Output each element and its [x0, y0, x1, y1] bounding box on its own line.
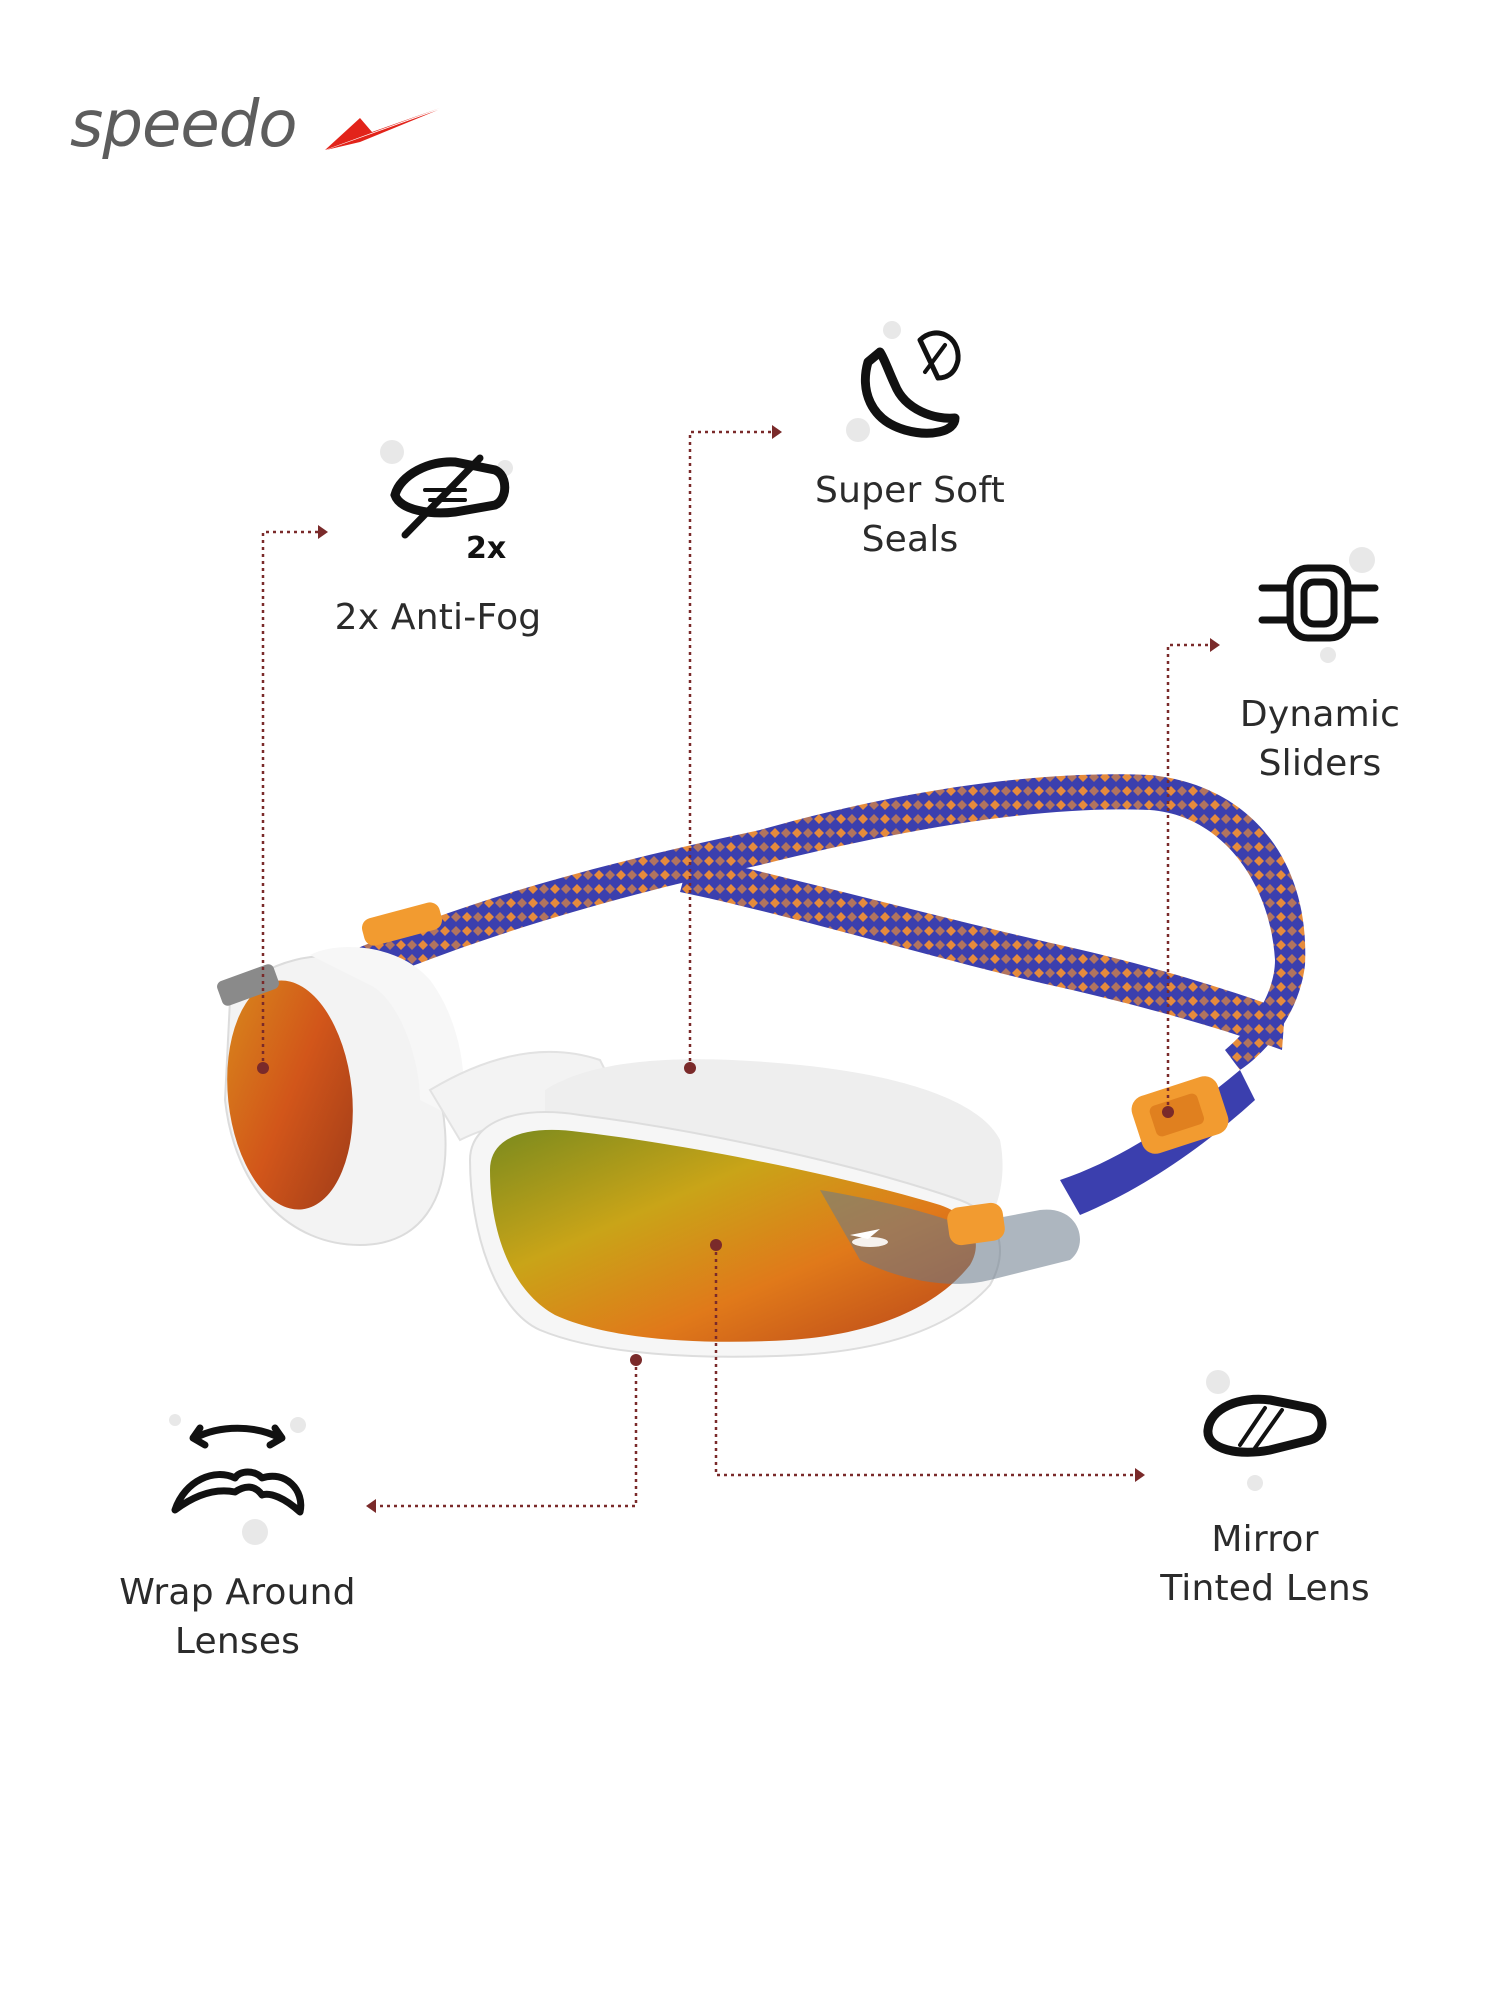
anti-fog-icon-text: 2x — [466, 531, 506, 566]
mirror-lens-icon — [1203, 1370, 1327, 1491]
leader-line-soft-seals — [688, 430, 772, 1068]
wrap-lens-icon — [169, 1414, 306, 1545]
logo-wordmark: speedo — [70, 88, 297, 162]
anti-fog-icon — [380, 440, 513, 539]
feather-seal-icon — [846, 321, 961, 442]
speedo-logo: speedo — [70, 88, 297, 162]
feature-label-mirror: Mirror Tinted Lens — [1160, 1519, 1370, 1609]
slider-icon — [1258, 547, 1379, 663]
feature-label-anti-fog: 2x Anti-Fog — [334, 597, 542, 638]
leader-line-sliders — [1166, 643, 1210, 1112]
feature-label-soft-seals: Super Soft Seals — [815, 470, 1005, 560]
leader-line-wrap — [376, 1360, 638, 1508]
feature-label-wrap: Wrap Around Lenses — [119, 1572, 356, 1662]
feature-label-sliders: Dynamic Sliders — [1239, 694, 1401, 784]
